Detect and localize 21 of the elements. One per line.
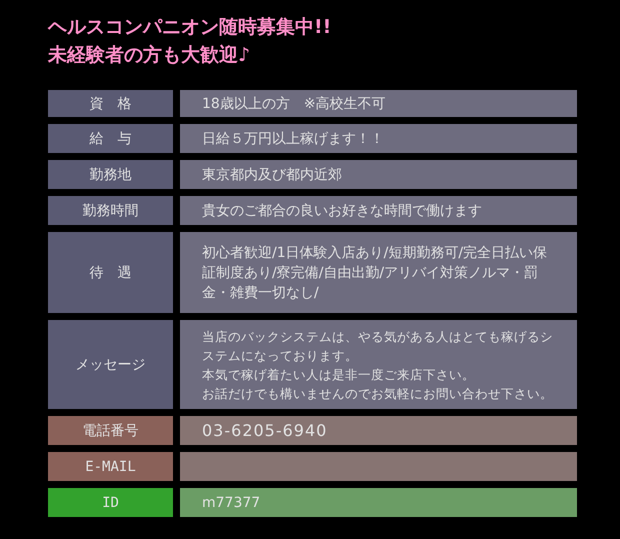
row-header-cell: 勤務時間: [48, 196, 173, 225]
subtitle: 未経験者の方も大歓迎♪: [48, 43, 250, 68]
row-header-cell: メッセージ: [48, 320, 173, 409]
value-cell: 03-6205-6940: [180, 416, 577, 445]
row-header-cell: 勤務地: [48, 160, 173, 189]
value-cell: 貴女のご都合の良いお好きな時間で働けます: [180, 196, 577, 225]
row-header-cell: 待 遇: [48, 232, 173, 313]
row-header-cell: E-MAIL: [48, 452, 173, 481]
value-cell: 東京都内及び都内近郊: [180, 160, 577, 189]
row-header-cell: 電話番号: [48, 416, 173, 445]
value-cell: 18歳以上の方 ※高校生不可: [180, 90, 577, 117]
value-cell: 初心者歓迎/1日体験入店あり/短期勤務可/完全日払い保証制度あり/寮完備/自由出勤/アリバイ対策ノルマ・罰金・雑費一切なし/: [180, 232, 577, 313]
value-cell: m77377: [180, 488, 577, 517]
page-title: ヘルスコンパニオン随時募集中!!: [48, 15, 332, 40]
row-header-cell: ID: [48, 488, 173, 517]
row-header-cell: 資 格: [48, 90, 173, 117]
value-cell: 日給５万円以上稼げます！！: [180, 124, 577, 153]
message-text: 当店のバックシステムは、やる気がある人はとても稼げるシステムになっております。: [202, 328, 554, 364]
message-text: 本気で稼げ着たい人は是非一度ご来店下さい。: [202, 366, 476, 384]
message-text: お話だけでも構いませんのでお気軽にお問い合わせ下さい。: [202, 384, 554, 402]
row-header-cell: 給 与: [48, 124, 173, 153]
